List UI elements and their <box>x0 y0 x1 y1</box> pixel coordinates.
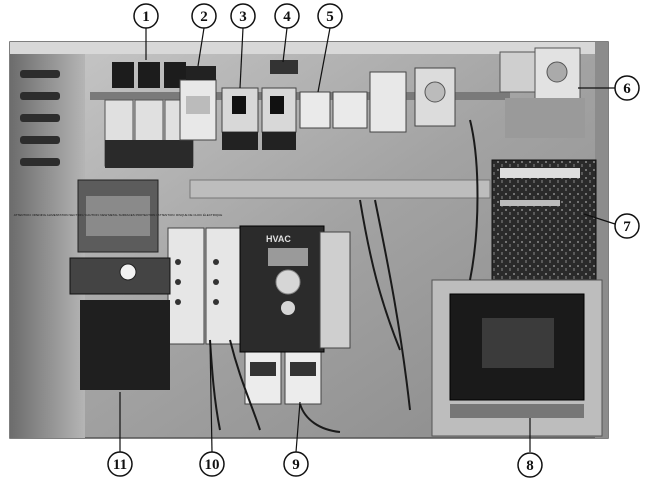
callout-8: 8 <box>517 452 543 478</box>
svg-text:3: 3 <box>239 9 247 25</box>
motor-breaker <box>221 87 259 150</box>
top-right-module <box>499 47 585 138</box>
main-disconnect: ATTENTION: OPENING ALIMENTATION SECTION … <box>14 179 222 390</box>
soft-starters <box>167 227 241 345</box>
svg-text:2: 2 <box>200 9 208 25</box>
leader-lines <box>119 27 616 453</box>
callout-2: 2 <box>191 3 217 29</box>
callout-10: 10 <box>199 451 225 477</box>
callout-6: 6 <box>614 75 640 101</box>
bottom-contactors <box>244 351 322 405</box>
contactor <box>179 66 217 141</box>
svg-text:9: 9 <box>292 457 300 473</box>
callout-1: 1 <box>133 3 159 29</box>
callout-4: 4 <box>274 3 300 29</box>
svg-text:5: 5 <box>326 9 334 25</box>
callout-7: 7 <box>614 213 640 239</box>
callout-3: 3 <box>230 3 256 29</box>
svg-text:8: 8 <box>526 458 534 474</box>
pcb-controller <box>491 159 597 281</box>
callout-5: 5 <box>317 3 343 29</box>
svg-text:6: 6 <box>623 81 631 97</box>
svg-text:11: 11 <box>113 457 127 473</box>
svg-text:1: 1 <box>142 9 150 25</box>
callout-11: 11 <box>107 451 133 477</box>
cable-duct <box>189 179 491 199</box>
fuse-holders <box>104 62 194 168</box>
svg-text:4: 4 <box>283 9 291 25</box>
callout-9: 9 <box>283 451 309 477</box>
motor-breaker-2 <box>261 60 298 150</box>
hvac-drive: HVAC <box>239 225 351 353</box>
vent-slots <box>20 70 60 166</box>
svg-text:7: 7 <box>623 219 631 235</box>
display-screen <box>431 279 603 437</box>
warning-plate: ATTENTION: OPENING ALIMENTATION SECTION … <box>14 212 222 217</box>
relays <box>299 67 456 133</box>
drive-brand-label: HVAC <box>266 234 291 244</box>
svg-text:10: 10 <box>205 457 220 473</box>
